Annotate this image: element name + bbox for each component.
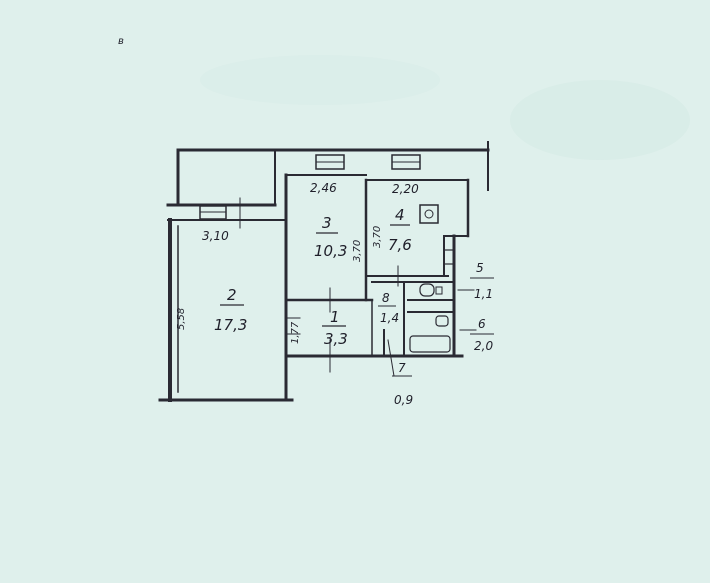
- room-area: 3,3: [324, 330, 348, 348]
- room-number: 4: [395, 206, 405, 224]
- room-number: 7: [398, 361, 406, 375]
- room-3: 3 10,3: [314, 214, 347, 260]
- room-2: 2 17,3: [214, 286, 247, 334]
- room-5: 5 1,1: [470, 261, 494, 301]
- room-area: 0,9: [394, 393, 413, 407]
- dim-top-left-width: 3,10: [202, 229, 229, 243]
- walls: [158, 141, 490, 402]
- room-area: 7,6: [388, 236, 412, 254]
- dim-room2-side: 5,58: [176, 308, 187, 330]
- room-number: 6: [478, 317, 486, 331]
- room-area: 2,0: [474, 339, 493, 353]
- room-number: 5: [476, 261, 484, 275]
- room-number: 3: [322, 214, 332, 232]
- dim-room4-side: 3,70: [372, 226, 383, 248]
- dim-corridor-side: 1,77: [290, 321, 301, 344]
- room-area: 1,4: [380, 311, 399, 325]
- room-area: 10,3: [314, 242, 347, 260]
- dim-room3-width: 2,46: [310, 181, 337, 195]
- room-area: 17,3: [214, 316, 247, 334]
- dim-room4-width: 2,20: [392, 182, 419, 196]
- room-8: 8 1,4: [378, 291, 399, 325]
- room-area: 1,1: [474, 287, 493, 301]
- room-1: 1 3,3: [322, 308, 348, 348]
- room-7: 7 0,9: [392, 361, 413, 407]
- room-number: 2: [227, 286, 237, 304]
- corner-mark: в: [118, 36, 124, 47]
- paper-stains: [200, 55, 690, 160]
- room-4: 4 7,6: [388, 206, 412, 254]
- room-6: 6 2,0: [470, 317, 494, 353]
- dim-room3-side: 3,70: [352, 240, 363, 262]
- room-number: 8: [382, 291, 390, 305]
- room-number: 1: [330, 308, 340, 326]
